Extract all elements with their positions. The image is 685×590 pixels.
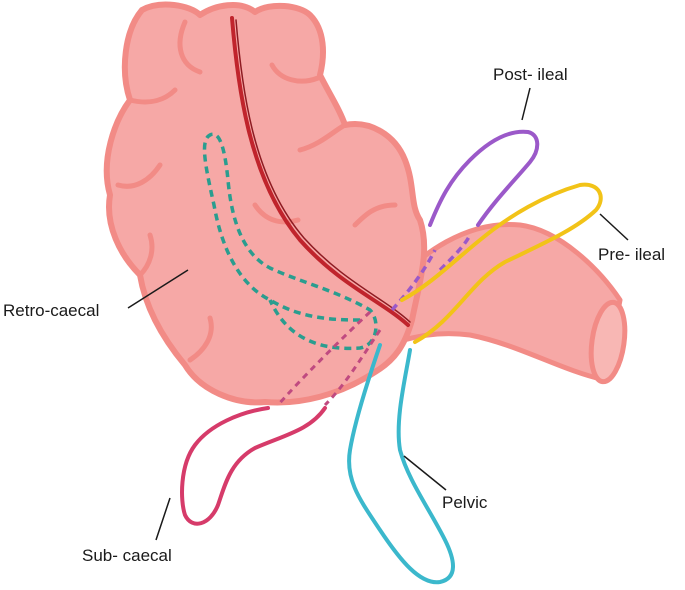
taenia-coli	[230, 16, 410, 327]
label-retro-caecal: Retro-caecal	[3, 301, 100, 320]
label-pre-ileal: Pre- ileal	[598, 245, 666, 264]
haustral-fold	[137, 232, 155, 278]
haustral-fold	[115, 162, 163, 189]
ileum-body	[377, 221, 623, 383]
haustral-fold	[269, 62, 321, 84]
leader-line-pelvic	[403, 455, 447, 491]
haustral-fold	[127, 87, 178, 105]
caecum	[103, 1, 428, 406]
leader-line-sub-caecal	[155, 497, 171, 541]
ileum-opening	[588, 299, 628, 385]
caecum-body	[103, 1, 428, 406]
ileum	[377, 221, 628, 385]
haustral-fold	[187, 315, 214, 363]
haustral-fold	[297, 122, 348, 153]
leader-line-retro-caecal	[127, 269, 189, 309]
leader-line-post-ileal	[521, 87, 531, 121]
haustral-fold	[177, 19, 203, 75]
post-ileal-appendix-hidden	[390, 234, 472, 312]
pelvic-appendix	[347, 343, 455, 585]
post-ileal-appendix	[428, 129, 540, 227]
label-pelvic: Pelvic	[442, 493, 488, 512]
haustral-fold	[252, 202, 301, 225]
taenia-coli-shadow	[235, 19, 411, 323]
sub-caecal-appendix-hidden	[276, 310, 382, 407]
label-post-ileal: Post- ileal	[493, 65, 568, 84]
haustral-fold	[352, 202, 398, 228]
pre-ileal-appendix	[400, 182, 603, 344]
sub-caecal-appendix	[180, 406, 327, 526]
label-sub-caecal: Sub- caecal	[82, 546, 172, 565]
leader-line-pre-ileal	[599, 213, 629, 241]
